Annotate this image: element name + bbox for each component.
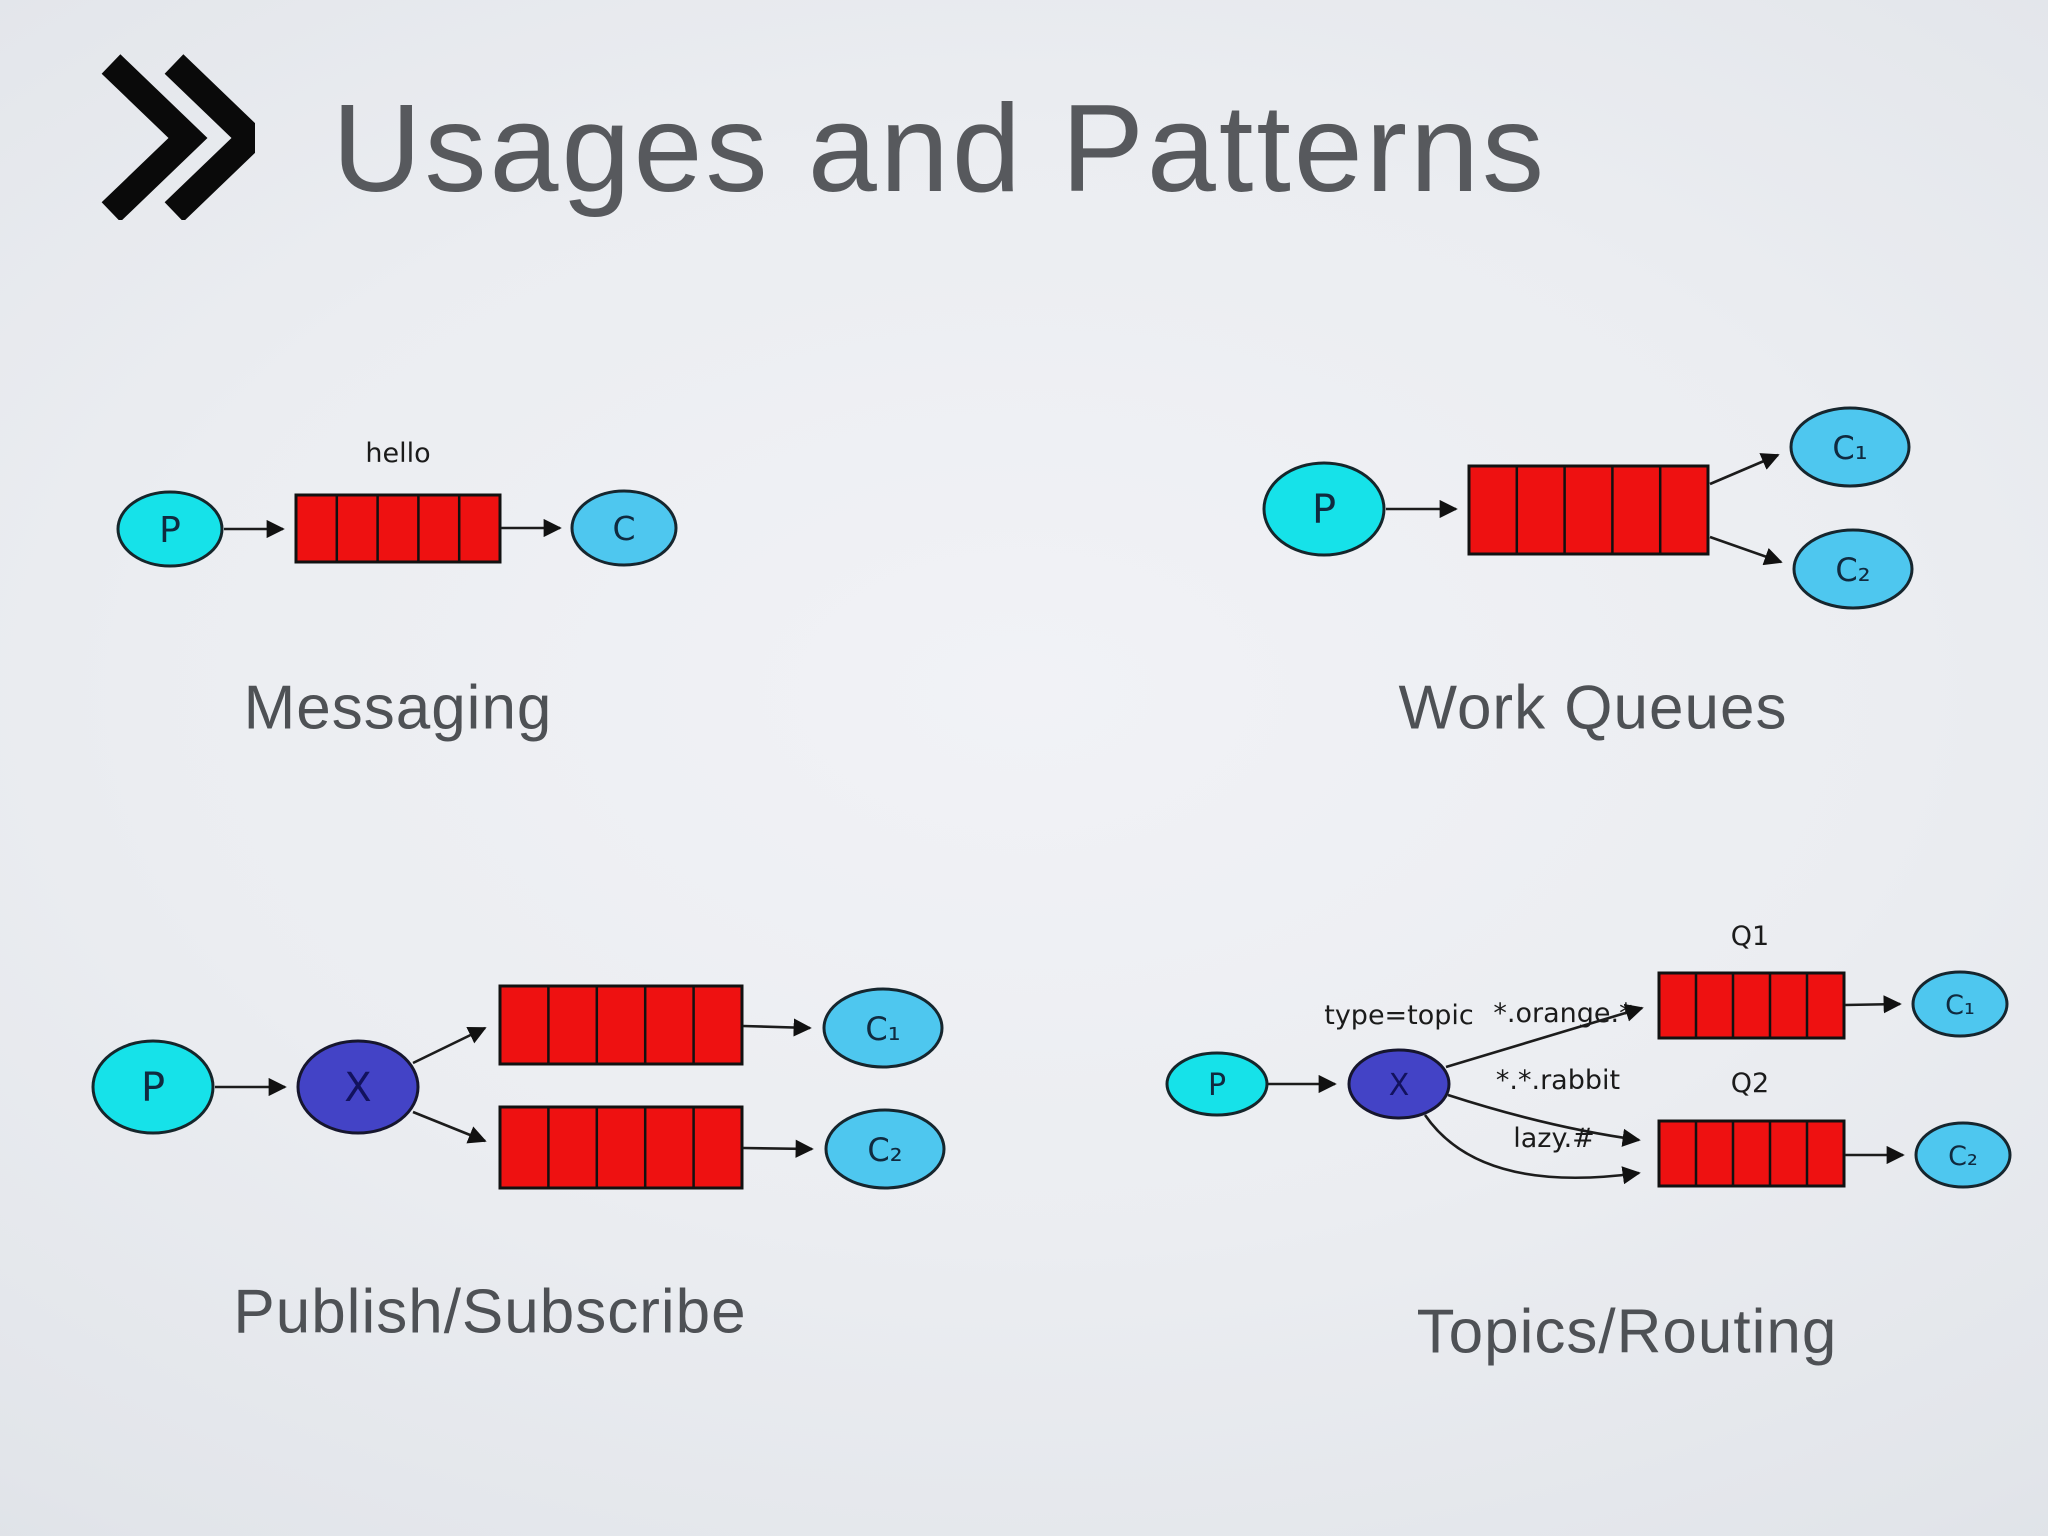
consumer1-node: [1911, 970, 2009, 1038]
exchange-type-label: type=topic: [1324, 1000, 1474, 1031]
arrow-queue-to-consumer2: [1709, 535, 1783, 566]
consumer1-node: [1789, 406, 1911, 488]
queue1-name-label: Q1: [1731, 921, 1769, 952]
arrow-exchange-to-queue2: [412, 1110, 487, 1144]
arrow-exchange-to-queue1: [412, 1026, 487, 1065]
producer-label: P: [1312, 487, 1336, 533]
producer-node: [1165, 1051, 1269, 1117]
exchange-label: X: [344, 1065, 371, 1111]
arrow-queue-to-consumer1: [1709, 453, 1780, 486]
consumer-node: [570, 489, 678, 567]
queue2-name-label: Q2: [1731, 1068, 1769, 1099]
producer-label: P: [1208, 1068, 1226, 1103]
title-row: Usages and Patterns: [0, 0, 2048, 260]
consumer1-node: [822, 987, 944, 1069]
double-chevron-right-icon: [95, 52, 271, 222]
page-title: Usages and Patterns: [332, 80, 1548, 218]
consumer1-label: C₁: [865, 1010, 900, 1048]
producer-node: [1262, 461, 1386, 557]
exchange-node: [296, 1039, 420, 1135]
arrow-exchange-to-queue1: [1445, 1004, 1644, 1069]
caption-work-queues: Work Queues: [1398, 673, 1788, 743]
consumer2-label: C₂: [1948, 1141, 1978, 1172]
consumer2-node: [1792, 528, 1914, 610]
caption-publish-subscribe: Publish/Subscribe: [233, 1277, 747, 1347]
queue1: [498, 984, 744, 1066]
caption-messaging: Messaging: [243, 673, 553, 743]
diagram-messaging: hello P C: [116, 438, 678, 568]
caption-topics-routing: Topics/Routing: [1416, 1297, 1838, 1367]
routing-key1-label: *.orange.*: [1493, 998, 1632, 1029]
diagram-topics-routing: P X type=topic *.orange.* *.*.rabbit laz…: [1165, 921, 2012, 1189]
arrow-queue1-to-consumer1: [742, 1018, 812, 1037]
producer-label: P: [159, 510, 181, 551]
exchange-node: [1347, 1048, 1451, 1120]
queue2: [1657, 1119, 1846, 1188]
consumer2-node: [824, 1108, 946, 1190]
producer-node: [91, 1039, 215, 1135]
consumer2-node: [1914, 1121, 2012, 1189]
exchange-label: X: [1389, 1068, 1410, 1103]
arrow-exchange-to-queue2-top: [1447, 1093, 1641, 1147]
diagram-publish-subscribe: P X C₁ C₂: [91, 984, 946, 1190]
routing-key2-label: *.*.rabbit: [1496, 1065, 1620, 1096]
queue-name-label: hello: [365, 438, 430, 469]
consumer2-label: C₂: [1835, 551, 1870, 589]
queue: [294, 493, 502, 564]
arrow-exchange-to-queue2-bottom: [1423, 1114, 1641, 1185]
queue: [1467, 464, 1710, 556]
arrow-queue2-to-consumer2: [742, 1139, 814, 1158]
queue2: [498, 1105, 744, 1190]
arrow-queue1-to-consumer1: [1844, 995, 1902, 1014]
producer-label: P: [141, 1065, 165, 1111]
consumer2-label: C₂: [867, 1131, 902, 1169]
consumer-label: C: [612, 509, 635, 548]
queue1: [1657, 971, 1846, 1040]
consumer1-label: C₁: [1945, 990, 1975, 1021]
routing-key3-label: lazy.#: [1513, 1123, 1595, 1154]
producer-node: [116, 490, 224, 568]
consumer1-label: C₁: [1832, 429, 1867, 467]
diagram-work-queues: P C₁ C₂: [1262, 406, 1914, 610]
